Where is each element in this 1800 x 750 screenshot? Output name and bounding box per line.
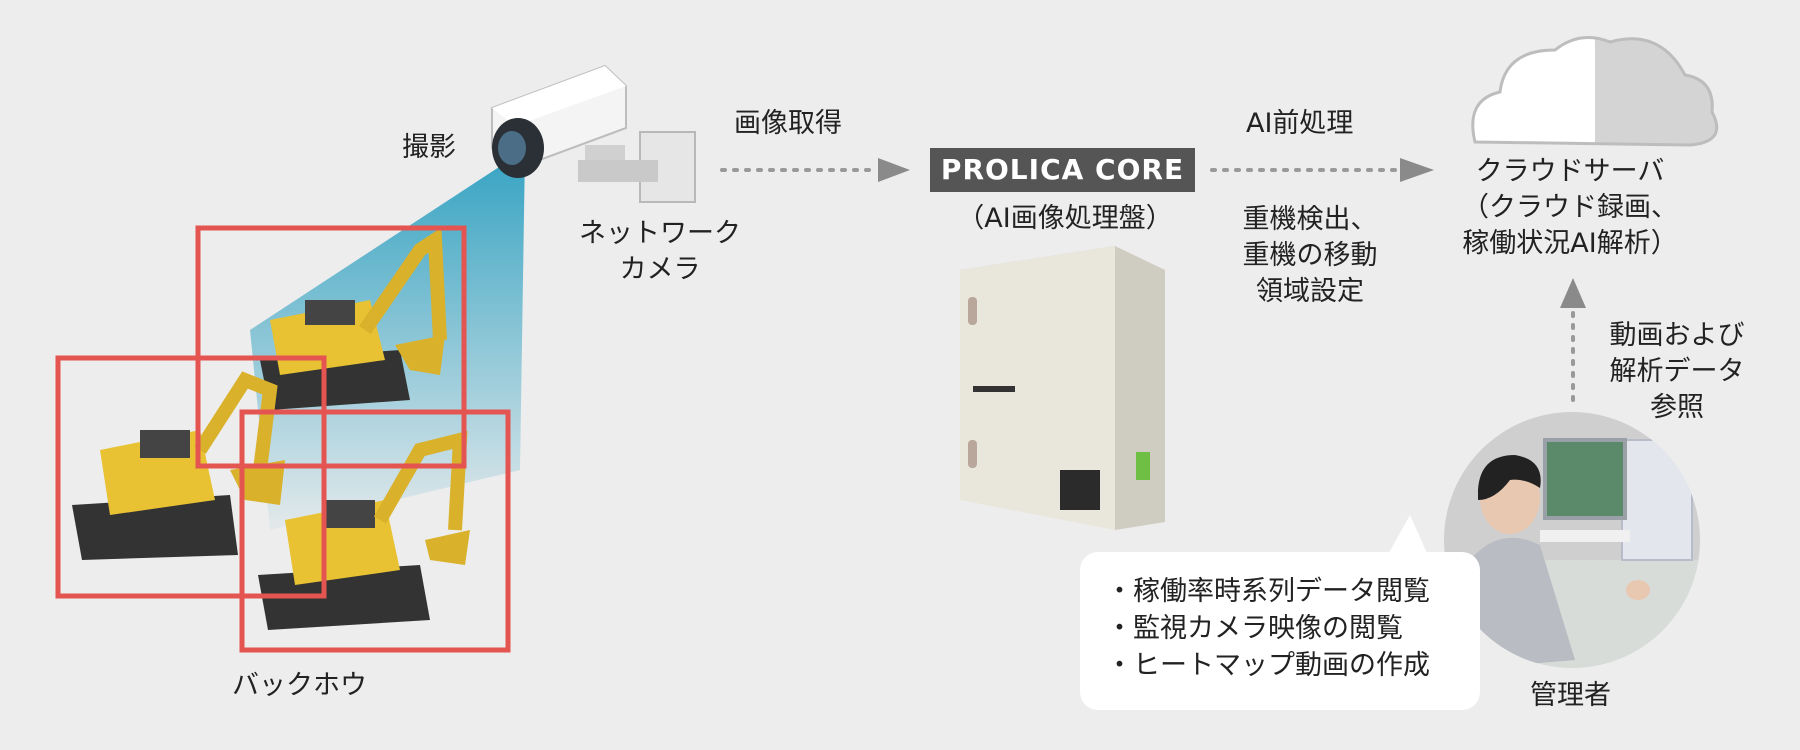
label-ai-tasks-line: 領域設定 — [1256, 276, 1364, 307]
feature-list-item: ・ヒートマップ動画の作成 — [1106, 650, 1430, 681]
cabinet-icon — [960, 246, 1165, 530]
label-manager: 管理者 — [1530, 680, 1611, 711]
label-ai-preprocess: AI前処理 — [1246, 108, 1354, 139]
label-reference-line: 参照 — [1650, 392, 1704, 423]
label-cloud-server-line: （クラウド録画、 — [1462, 192, 1678, 223]
detection-box — [195, 225, 467, 469]
bubble-tail — [1385, 515, 1430, 560]
feature-list: ・稼働率時系列データ閲覧 ・監視カメラ映像の閲覧 ・ヒートマップ動画の作成 — [1106, 573, 1430, 684]
label-capture: 撮影 — [402, 132, 456, 163]
detection-box — [55, 355, 327, 599]
label-network-camera: ネットワーク カメラ — [560, 216, 760, 288]
prolica-core-badge: PROLICA CORE — [930, 148, 1195, 192]
arrow-reference — [1560, 278, 1586, 402]
excavator-icon — [72, 227, 470, 630]
arrow-image-acquisition — [720, 158, 910, 182]
label-cloud-server: クラウドサーバ （クラウド録画、 稼働状況AI解析） — [1440, 154, 1700, 262]
label-reference: 動画および 解析データ 参照 — [1597, 318, 1757, 426]
label-cloud-server-line: クラウドサーバ — [1475, 156, 1665, 187]
manager-icon — [1444, 412, 1700, 668]
cloud-icon — [1471, 36, 1719, 147]
feature-bubble — [1080, 552, 1480, 710]
detection-box — [239, 409, 511, 653]
feature-list-item: ・稼働率時系列データ閲覧 — [1106, 576, 1430, 607]
detection-boxes — [55, 225, 511, 653]
label-reference-line: 解析データ — [1609, 356, 1745, 387]
label-cloud-server-line: 稼働状況AI解析） — [1462, 228, 1678, 259]
label-ai-tasks-line: 重機の移動 — [1242, 240, 1378, 271]
network-camera-icon — [491, 64, 696, 203]
feature-list-item: ・監視カメラ映像の閲覧 — [1106, 613, 1403, 644]
label-backhoe: バックホウ — [232, 670, 367, 701]
label-network-camera-line: カメラ — [619, 254, 701, 285]
label-core-subtitle: （AI画像処理盤） — [957, 203, 1173, 234]
label-ai-tasks: 重機検出、 重機の移動 領域設定 — [1222, 202, 1398, 310]
label-reference-line: 動画および — [1609, 320, 1745, 351]
label-ai-tasks-line: 重機検出、 — [1242, 204, 1378, 235]
label-image-acquisition: 画像取得 — [734, 108, 842, 139]
arrow-ai-preprocess — [1210, 158, 1434, 182]
label-network-camera-line: ネットワーク — [579, 218, 741, 249]
